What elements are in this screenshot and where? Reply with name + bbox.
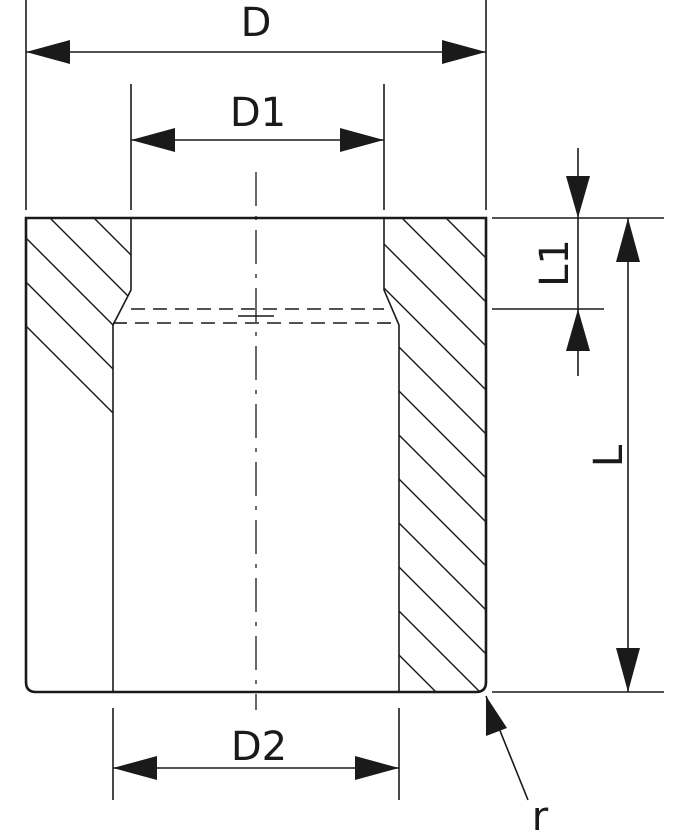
- hatch-line: [628, 0, 674, 700]
- hatch-line: [276, 0, 674, 700]
- hatch-line: [384, 218, 486, 692]
- hatch-line: [232, 0, 674, 700]
- hatch-line: [384, 218, 486, 692]
- hatch-line: [26, 218, 131, 692]
- dimension-d2-label: D2: [231, 724, 287, 770]
- hatch-line: [384, 218, 486, 692]
- hatch-line: [584, 0, 674, 700]
- hatch-line: [628, 0, 674, 700]
- hatch-line: [384, 218, 486, 692]
- hatch-line: [584, 0, 674, 700]
- dimension-d: D: [25, 0, 487, 210]
- right-inner-wall: [383, 218, 400, 692]
- hatch-line: [320, 0, 674, 700]
- hatch-line: [384, 218, 486, 692]
- dimension-l1: L1: [492, 148, 604, 376]
- hatch-line: [384, 218, 486, 692]
- hatch-line: [26, 218, 131, 692]
- hatch-line: [407, 218, 486, 692]
- hatch-line: [26, 218, 131, 692]
- hatch-line: [384, 218, 401, 692]
- dimension-d1-label: D1: [230, 90, 286, 136]
- hatch-line: [408, 0, 674, 700]
- dimension-d1: D1: [130, 84, 385, 210]
- dimension-d-label: D: [241, 0, 272, 46]
- hatch-line: [540, 0, 674, 700]
- dimension-l1-label: L1: [532, 239, 578, 287]
- hatch-line: [26, 218, 131, 692]
- dimension-d2: D2: [112, 708, 400, 800]
- dimension-l: L: [492, 217, 664, 693]
- hatch-line: [384, 218, 486, 692]
- hatch-line: [144, 0, 674, 700]
- hatch-line: [384, 218, 445, 692]
- radius-leader: r: [485, 695, 549, 833]
- hatch-line: [384, 218, 486, 692]
- body-outline: [24, 216, 488, 694]
- hatch-line: [26, 218, 131, 692]
- left-inner-wall: [112, 218, 132, 692]
- dimension-l-label: L: [586, 444, 632, 467]
- hatch-line: [540, 0, 674, 700]
- radius-label: r: [532, 794, 549, 833]
